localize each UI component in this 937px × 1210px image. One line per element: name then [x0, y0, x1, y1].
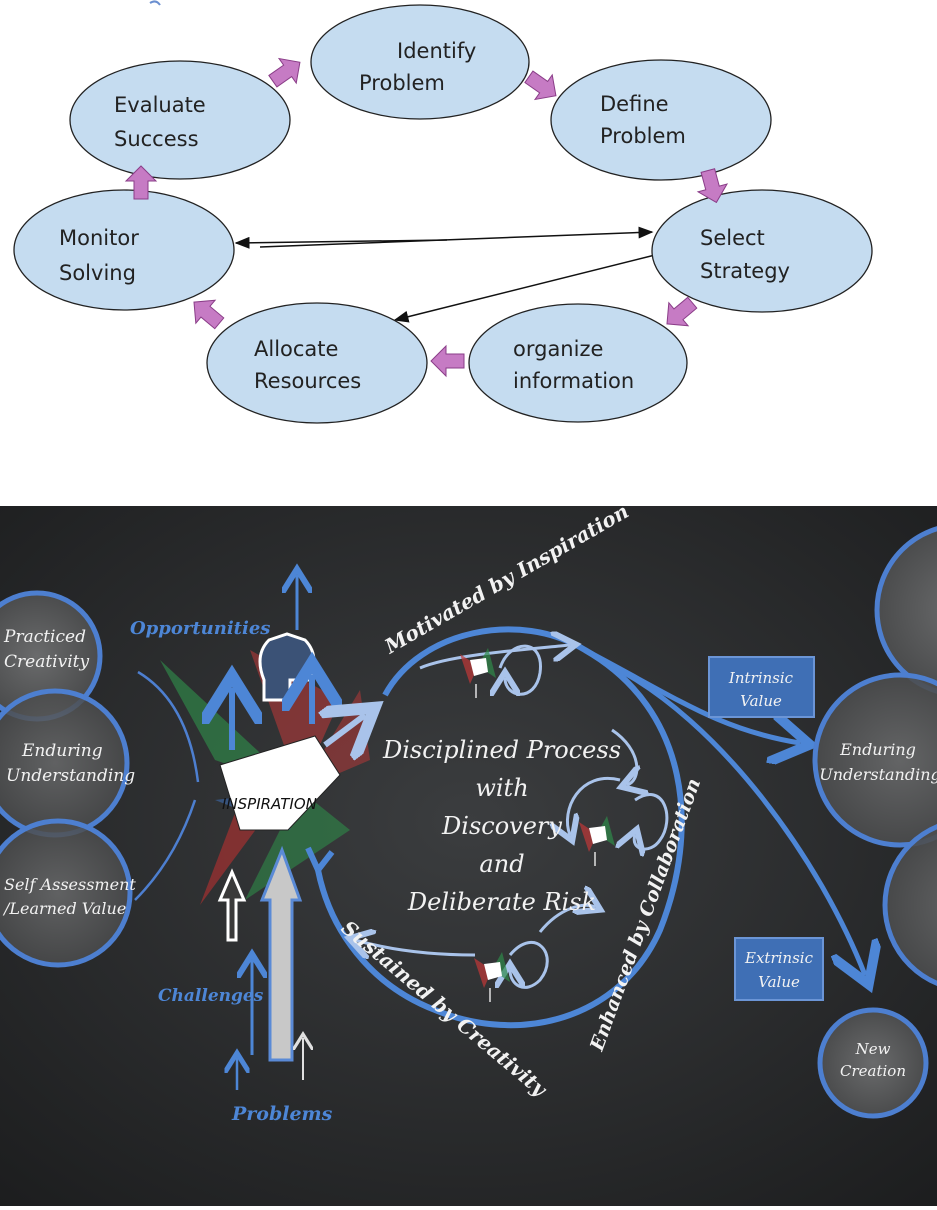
mini-starbursts [460, 648, 615, 1002]
stray-mark [149, 0, 161, 6]
practiced-line1: Practiced [3, 627, 86, 647]
circle-lower-right [882, 823, 937, 987]
extrinsic-value-box [734, 937, 824, 1001]
new-creation-line2: Creation [840, 1062, 906, 1080]
define-line1: Define [600, 92, 669, 116]
main-loop-path [315, 626, 685, 1029]
node-identify-problem [310, 4, 530, 120]
new-creation-line1: New [855, 1040, 891, 1058]
circle-new-creation [817, 1007, 929, 1119]
inspiration-label: INSPIRATION [222, 795, 317, 813]
chalkboard-background [0, 506, 937, 1206]
node-monitor-solving [13, 189, 235, 311]
extrinsic-line1: Extrinsic [744, 949, 814, 967]
self-assessment-line2: /Learned Value [2, 899, 126, 918]
node-organize-information [468, 303, 688, 423]
process-line5: Deliberate Risk [407, 888, 596, 916]
right-circles [812, 526, 937, 1119]
circle-self-assessment [0, 818, 133, 968]
enduring-left-line1: Enduring [21, 741, 103, 761]
allocate-line1: Allocate [254, 337, 338, 361]
flow-arrow-icon [268, 57, 301, 88]
monitor-line1: Monitor [59, 226, 139, 250]
flow-arrow-icon [524, 70, 557, 101]
intrinsic-value-box [708, 656, 815, 718]
monitor-line2: Solving [59, 261, 136, 285]
enduring-right-line1: Enduring [839, 740, 916, 759]
right-circle-labels: Enduring Understanding New Creation [819, 740, 937, 1080]
circle-enduring-understanding-left [0, 688, 130, 838]
loop-arrowhead [305, 846, 335, 872]
circle-enduring-understanding-right [812, 672, 937, 848]
enduring-right-line2: Understanding [819, 765, 937, 784]
select-line2: Strategy [700, 259, 790, 283]
process-text: Disciplined Process with Discovery and D… [382, 736, 621, 916]
white-up-arrow [217, 868, 247, 942]
cycle-nodes [13, 4, 873, 424]
node-define-problem [550, 59, 772, 181]
process-line2: with [475, 774, 528, 802]
identify-line2: Problem [359, 71, 445, 95]
value-boxes: Intrinsic Value Extrinsic Value [708, 656, 824, 1001]
flow-arrow-icon [696, 168, 729, 204]
process-line4: and [479, 850, 524, 878]
opportunities-label: Opportunities [130, 618, 270, 639]
node-evaluate-success [69, 60, 291, 180]
inspiration-chalkboard-diagram: Practiced Creativity Enduring Understand… [0, 499, 937, 1206]
practiced-line2: Creativity [4, 652, 89, 672]
extrinsic-line2: Value [758, 973, 800, 991]
process-line3: Discovery [441, 812, 562, 840]
left-circle-labels: Practiced Creativity Enduring Understand… [2, 627, 136, 918]
organize-line1: organize [513, 337, 603, 361]
extrinsic-branch [608, 662, 865, 975]
process-line1: Disciplined Process [382, 736, 621, 764]
flow-arrow-icon [430, 344, 465, 378]
input-labels: Opportunities Challenges Problems [130, 618, 333, 1125]
select-to-allocate-line [393, 254, 656, 323]
cycle-svg: Identify Problem Define Problem Select S… [13, 0, 873, 424]
identify-line1: Identify [397, 39, 476, 63]
process-loop [305, 626, 865, 1029]
enduring-left-line2: Understanding [6, 766, 135, 786]
cycle-flow-arrows [124, 57, 729, 378]
evaluate-line2: Success [114, 127, 199, 151]
left-connector-curves [134, 670, 200, 901]
select-line1: Select [700, 226, 765, 250]
flow-arrow-icon [124, 165, 158, 200]
node-allocate-resources [206, 302, 428, 424]
challenges-label: Challenges [158, 986, 264, 1006]
flow-arrow-icon [193, 299, 225, 330]
monitor-to-select-line [259, 226, 654, 248]
circle-top-right [874, 526, 937, 694]
grey-up-arrow [259, 845, 303, 1062]
cycle-connector-lines [234, 226, 656, 323]
allocate-line2: Resources [254, 369, 361, 393]
flow-arrow-icon [666, 296, 698, 327]
intrinsic-line1: Intrinsic [728, 669, 794, 687]
left-circles [0, 590, 133, 968]
problems-label: Problems [231, 1103, 333, 1125]
intrinsic-line2: Value [740, 692, 782, 710]
chalkboard-svg: Practiced Creativity Enduring Understand… [0, 499, 937, 1206]
input-arrows [220, 575, 365, 1090]
evaluate-line1: Evaluate [114, 93, 206, 117]
self-assessment-line1: Self Assessment [4, 875, 136, 894]
inspiration-diamond [219, 735, 341, 831]
cycle-node-labels: Identify Problem Define Problem Select S… [59, 39, 790, 393]
define-line2: Problem [600, 124, 686, 148]
node-select-strategy [651, 189, 873, 313]
problem-solving-cycle-diagram: Identify Problem Define Problem Select S… [0, 0, 937, 506]
select-to-monitor-line [234, 236, 448, 249]
organize-line2: information [513, 369, 634, 393]
